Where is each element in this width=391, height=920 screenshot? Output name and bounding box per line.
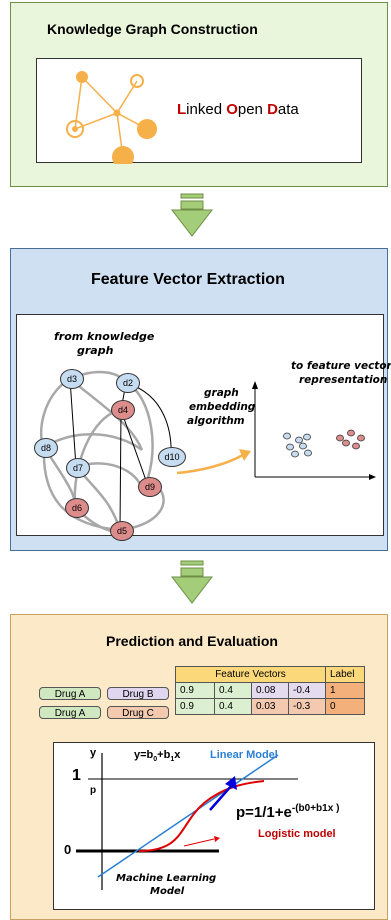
drug-a-chip: Drug A — [39, 706, 101, 719]
label-cell: 0 — [325, 698, 365, 715]
one-label: 1 — [72, 767, 81, 784]
graph-nodes: d2 d3 d4 d5 d6 d7 d8 d9 d10 — [22, 355, 186, 545]
linear-eq-sub0: 0 — [153, 756, 158, 764]
lod-word-data: ata — [277, 101, 299, 118]
node-d7: d7 — [66, 458, 90, 478]
fv-cell: -0.3 — [288, 698, 326, 715]
fv-cell: 0.4 — [214, 682, 252, 699]
linear-model-label: Linear Model — [210, 749, 278, 761]
lod-word-linked: inked — [186, 101, 227, 118]
to-text-line1: to feature vector — [291, 360, 391, 372]
linear-eq-part: x — [174, 749, 181, 761]
model-plot — [76, 753, 298, 890]
fv-cell: 0.9 — [175, 698, 215, 715]
linear-equation: y=b0+b1x — [134, 749, 180, 763]
fv-cell: 0.4 — [214, 698, 252, 715]
algo-text-line3: algorithm — [187, 415, 245, 427]
node-d10: d10 — [158, 447, 186, 467]
node-d8: d8 — [34, 438, 58, 458]
linear-eq-sub1: 1 — [170, 756, 175, 764]
fv-cell: -0.4 — [288, 682, 326, 699]
label-cell: 1 — [325, 682, 365, 699]
feature-space-plot — [252, 381, 376, 480]
node-d9: d9 — [138, 477, 162, 497]
y-axis-label: y — [90, 747, 97, 759]
node-d2: d2 — [116, 373, 140, 393]
lod-word-open: pen — [237, 101, 268, 118]
lod-text: Linked Open Data — [177, 101, 299, 118]
feature-vector-panel: Feature Vector Extraction from knowledge… — [10, 248, 391, 551]
ml-model-line1: Machine Learning — [116, 873, 217, 884]
prediction-panel: Prediction and Evaluation Drug A Drug B … — [10, 614, 388, 920]
drug-b-chip: Drug B — [107, 687, 169, 700]
lod-letter-d: D — [267, 101, 278, 118]
algo-text-line1: graph — [204, 387, 239, 399]
node-d4: d4 — [111, 400, 135, 420]
fv-cell: 0.9 — [175, 682, 215, 699]
from-text-line1: from knowledge — [54, 330, 155, 343]
algo-text-line2: embedding — [189, 401, 256, 413]
down-arrow-icon — [170, 560, 214, 604]
linear-eq-part: +b — [157, 749, 171, 761]
feature-vectors-header: Feature Vectors — [175, 666, 326, 683]
lod-box: Linked Open Data — [36, 58, 362, 164]
node-d3: d3 — [60, 369, 84, 389]
ml-model-line2: Model — [150, 886, 185, 897]
lod-graph-icon — [66, 71, 157, 164]
lod-letter-o: O — [226, 101, 238, 118]
embedding-box: from knowledge graph — [16, 314, 391, 541]
node-d5: d5 — [110, 521, 134, 541]
panel-title: Knowledge Graph Construction — [47, 21, 258, 37]
panel-title: Feature Vector Extraction — [91, 271, 285, 288]
logistic-eq-exponent: -(b0+b1x ) — [291, 803, 340, 814]
fv-cell: 0.03 — [251, 698, 289, 715]
lod-letter-l: L — [177, 101, 187, 118]
down-arrow-icon — [170, 193, 214, 237]
label-header: Label — [325, 666, 365, 683]
fv-cell: 0.08 — [251, 682, 289, 699]
logistic-eq-base: p=1/1+e — [236, 804, 292, 821]
to-text-line2: representation — [299, 374, 388, 386]
logistic-model-label: Logistic model — [258, 828, 336, 840]
knowledge-graph-panel: Knowledge Graph Construction Linked Open… — [10, 2, 388, 187]
node-d6: d6 — [65, 498, 89, 518]
linear-eq-part: y=b — [134, 749, 154, 761]
drug-c-chip: Drug C — [107, 706, 169, 719]
drug-a-chip: Drug A — [39, 687, 101, 700]
panel-title: Prediction and Evaluation — [106, 633, 278, 649]
zero-label: 0 — [64, 842, 72, 857]
feature-table: Feature Vectors Label 0.9 0.4 0.08 -0.4 … — [175, 666, 365, 715]
p-label: p — [90, 785, 97, 796]
from-text-line2: graph — [77, 344, 114, 357]
model-plot-box: y 1 p 0 y=b0+b1x Linear Model p=1/1+e-(b… — [53, 742, 375, 910]
logistic-equation: p=1/1+e-(b0+b1x ) — [236, 803, 339, 821]
embedding-arrow-icon — [176, 449, 251, 475]
